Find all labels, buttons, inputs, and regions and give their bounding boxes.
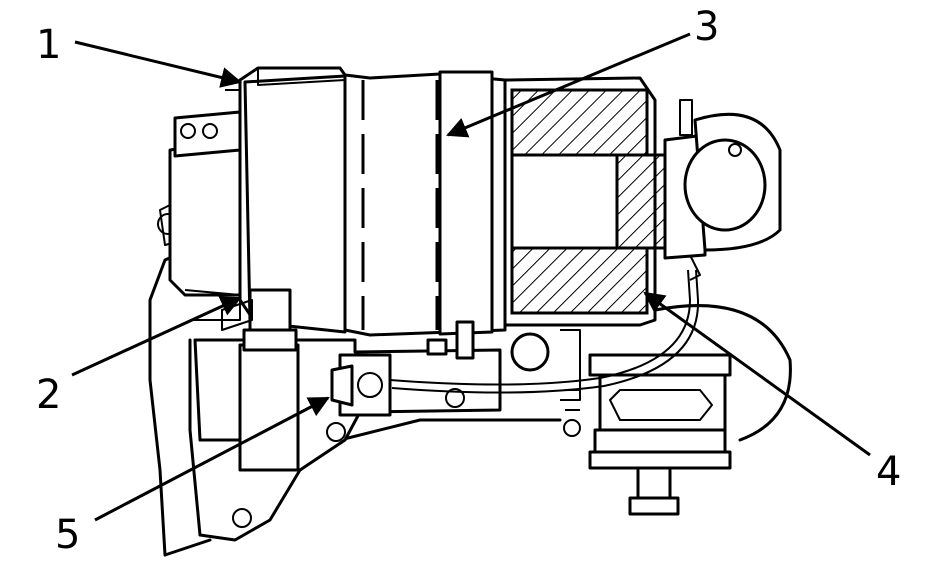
leader-3: [446, 32, 691, 138]
clamp-post: [221, 288, 300, 472]
leader-2: [71, 296, 242, 377]
rear-housing: [168, 89, 242, 321]
wiring-harness: [389, 269, 700, 394]
leader-5: [94, 396, 330, 522]
callout-2: 2: [36, 372, 61, 418]
callout-5: 5: [55, 512, 80, 558]
leader-1: [74, 40, 243, 88]
wire-connector: [330, 353, 392, 417]
callout-4: 4: [876, 449, 901, 495]
callout-3: 3: [694, 4, 719, 50]
lower-pulley-assembly: [588, 304, 792, 516]
callout-1: 1: [36, 22, 61, 68]
callout-labels: 1 2 3 4 5: [36, 4, 901, 558]
pulley-section: [503, 76, 667, 327]
leader-lines: [71, 32, 871, 522]
right-housing: [663, 99, 782, 281]
leader-4: [643, 291, 871, 457]
